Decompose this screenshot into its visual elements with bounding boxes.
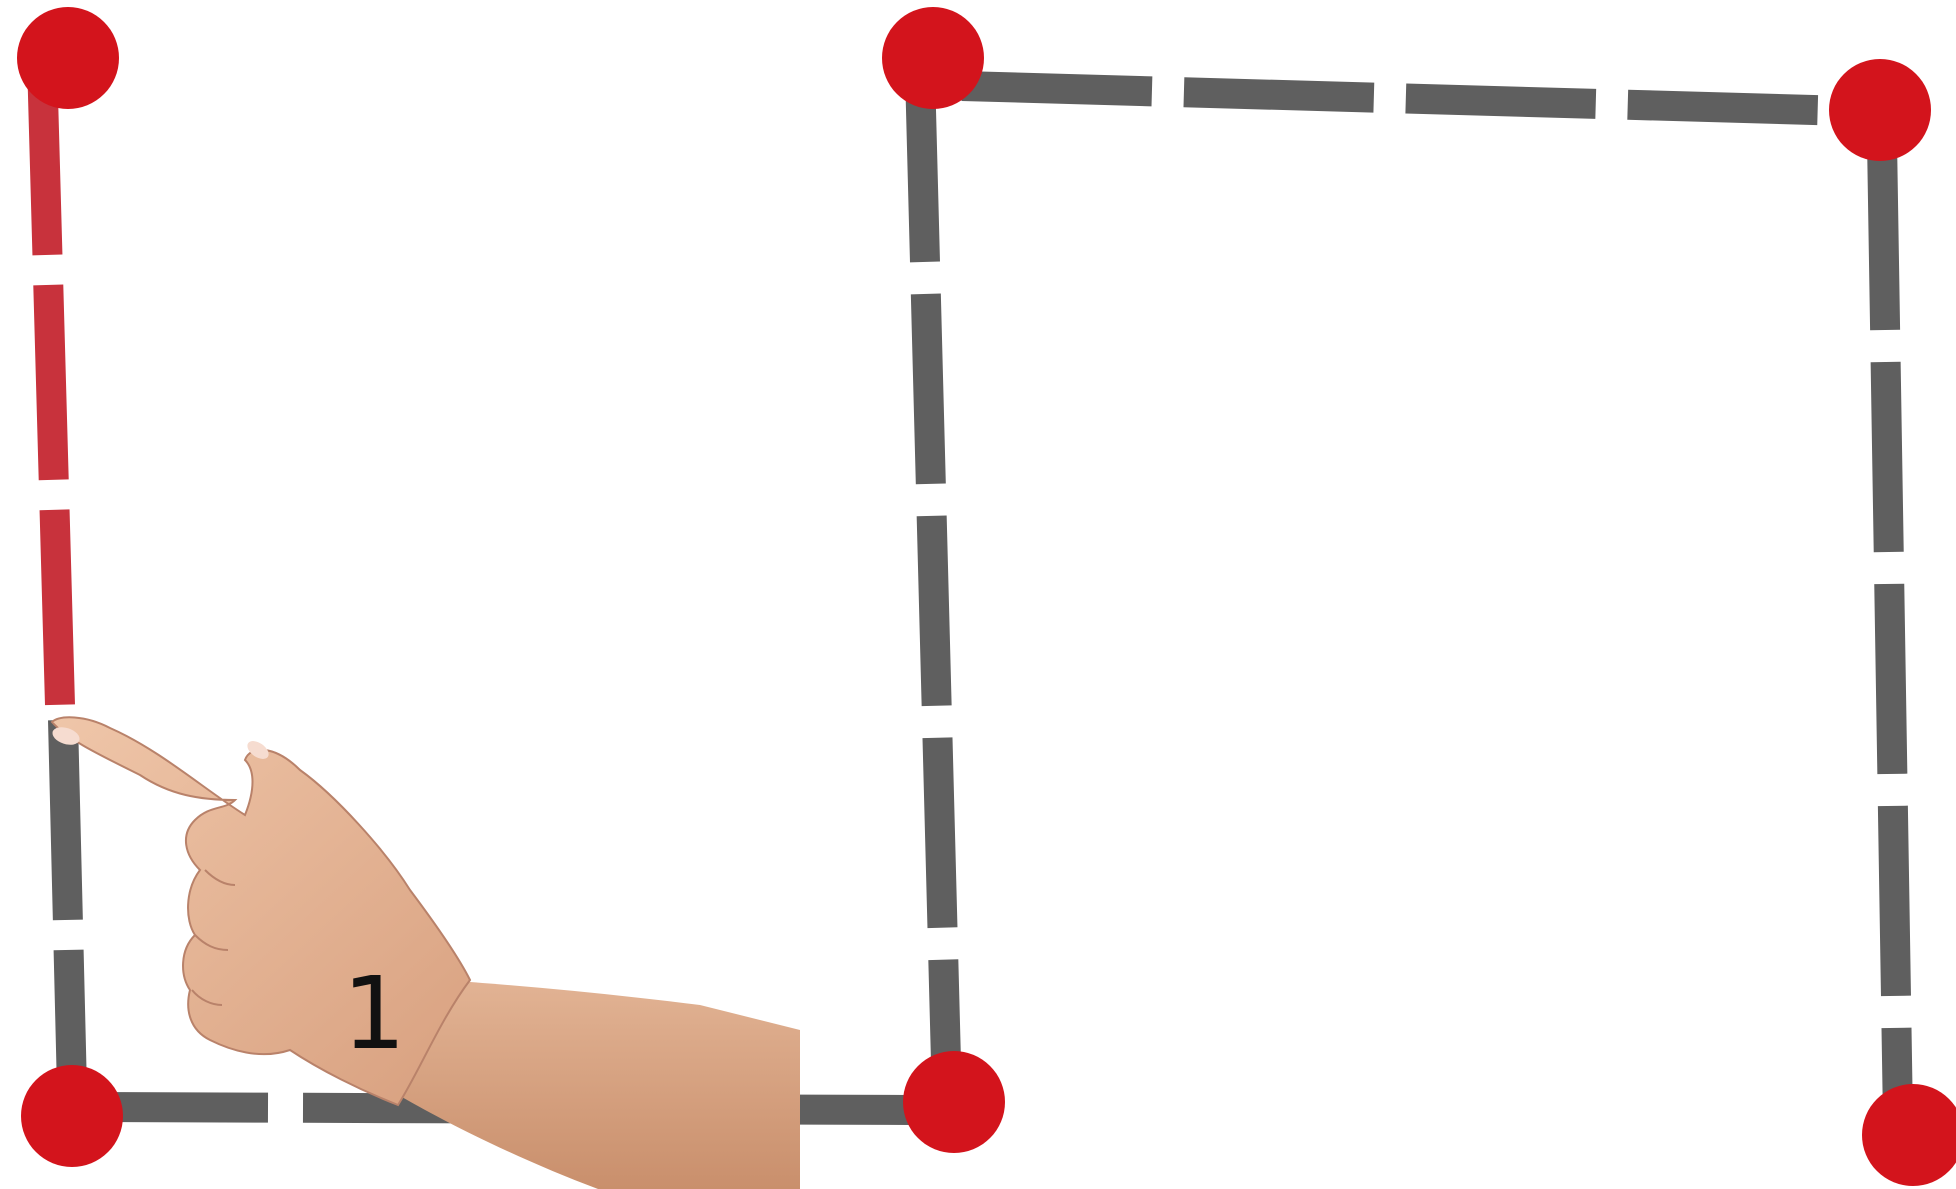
dot-top-left[interactable] [17,7,119,109]
dot-bottom-left[interactable] [21,1065,123,1167]
dot-top-right[interactable] [1829,59,1931,161]
dot-top-middle[interactable] [882,7,984,109]
step-number: 1 [342,955,406,1072]
dot-bottom-middle[interactable] [903,1051,1005,1153]
traced-segment [42,60,60,705]
path-segment-top [962,86,1885,112]
dot-bottom-right[interactable] [1862,1084,1956,1186]
path-segment-left-lower [63,720,72,1090]
path-segment-middle-vertical [920,72,947,1100]
path-segment-right-vertical [1882,140,1898,1120]
